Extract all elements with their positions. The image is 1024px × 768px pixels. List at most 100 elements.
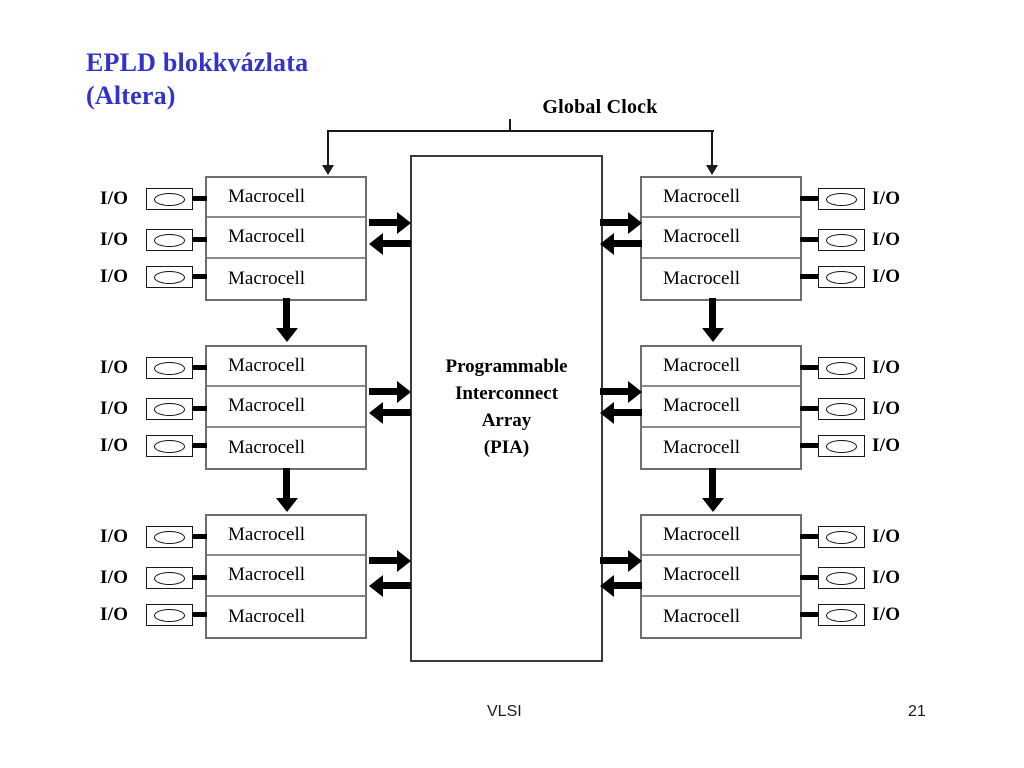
io-wire	[192, 274, 207, 279]
io-pad-ellipse-icon	[154, 362, 185, 375]
pia-arrow-right	[369, 219, 398, 226]
io-pad[interactable]	[146, 266, 193, 288]
io-label: I/O	[100, 604, 129, 625]
page-title-line-1: EPLD blokkvázlata	[86, 48, 309, 77]
macrocell-row: Macrocell	[207, 347, 365, 388]
io-pad[interactable]	[818, 567, 865, 589]
io-pad-ellipse-icon	[154, 609, 185, 622]
io-pad-ellipse-icon	[154, 403, 185, 416]
io-pad[interactable]	[818, 229, 865, 251]
io-pad-ellipse-icon	[826, 271, 857, 284]
io-pad-ellipse-icon	[826, 403, 857, 416]
io-pad[interactable]	[146, 229, 193, 251]
pia-label-line-3: Array	[481, 410, 532, 431]
io-pad[interactable]	[146, 398, 193, 420]
group-chain-arrow-left-1	[283, 298, 290, 329]
io-pad[interactable]	[818, 357, 865, 379]
io-label: I/O	[872, 357, 901, 378]
pia-arrow-right	[369, 557, 398, 564]
io-wire	[192, 196, 207, 201]
footer-page-number: 21	[908, 703, 926, 720]
io-label: I/O	[872, 526, 901, 547]
io-label: I/O	[872, 604, 901, 625]
io-pad[interactable]	[818, 398, 865, 420]
io-label: I/O	[100, 357, 129, 378]
io-pad-ellipse-icon	[826, 609, 857, 622]
macrocell-row: Macrocell	[207, 387, 365, 428]
io-wire	[192, 237, 207, 242]
io-pad[interactable]	[818, 435, 865, 457]
macrocell-group-left-top: Macrocell Macrocell Macrocell	[205, 176, 367, 301]
io-pad-ellipse-icon	[826, 572, 857, 585]
global-clock-stub	[509, 119, 511, 132]
io-pad[interactable]	[146, 526, 193, 548]
io-pad-ellipse-icon	[154, 193, 185, 206]
io-label: I/O	[872, 398, 901, 419]
io-label: I/O	[872, 567, 901, 588]
io-wire	[800, 237, 818, 242]
io-pad[interactable]	[818, 188, 865, 210]
io-pad[interactable]	[146, 357, 193, 379]
macrocell-row: Macrocell	[207, 516, 365, 557]
io-pad[interactable]	[146, 435, 193, 457]
pia-arrow-left	[382, 240, 411, 247]
macrocell-row: Macrocell	[642, 556, 800, 597]
io-pad[interactable]	[818, 526, 865, 548]
io-wire	[192, 575, 207, 580]
io-pad-ellipse-icon	[826, 440, 857, 453]
io-label: I/O	[100, 188, 129, 209]
macrocell-group-right-top: Macrocell Macrocell Macrocell	[640, 176, 802, 301]
group-chain-arrow-left-2	[283, 468, 290, 499]
io-pad-ellipse-icon	[826, 531, 857, 544]
io-wire	[800, 196, 818, 201]
macrocell-row: Macrocell	[207, 258, 365, 299]
pia-arrow-right	[600, 557, 629, 564]
group-chain-arrow-right-1	[709, 298, 716, 329]
io-wire	[192, 365, 207, 370]
io-pad-ellipse-icon	[826, 362, 857, 375]
footer-course-label: VLSI	[487, 703, 522, 720]
macrocell-row: Macrocell	[642, 178, 800, 219]
io-pad-ellipse-icon	[154, 572, 185, 585]
io-label: I/O	[100, 567, 129, 588]
pia-arrow-left	[613, 240, 642, 247]
io-wire	[192, 443, 207, 448]
io-label: I/O	[100, 526, 129, 547]
io-pad[interactable]	[146, 188, 193, 210]
io-wire	[800, 575, 818, 580]
pia-arrow-left	[613, 582, 642, 589]
io-pad-ellipse-icon	[154, 440, 185, 453]
global-clock-label: Global Clock	[542, 96, 658, 118]
macrocell-row: Macrocell	[642, 427, 800, 468]
group-chain-arrow-right-2	[709, 468, 716, 499]
macrocell-group-right-middle: Macrocell Macrocell Macrocell	[640, 345, 802, 470]
macrocell-row: Macrocell	[207, 427, 365, 468]
io-pad-ellipse-icon	[154, 531, 185, 544]
page-title-line-2: (Altera)	[86, 81, 176, 110]
global-clock-arrow-right	[711, 130, 713, 166]
io-label: I/O	[872, 266, 901, 287]
macrocell-row: Macrocell	[642, 347, 800, 388]
io-pad[interactable]	[146, 567, 193, 589]
macrocell-row: Macrocell	[207, 556, 365, 597]
pia-label-line-1: Programmable	[445, 356, 568, 377]
io-pad[interactable]	[818, 266, 865, 288]
io-pad-ellipse-icon	[826, 234, 857, 247]
io-pad[interactable]	[818, 604, 865, 626]
io-label: I/O	[872, 229, 901, 250]
io-wire	[800, 612, 818, 617]
io-wire	[192, 612, 207, 617]
io-label: I/O	[872, 435, 901, 456]
pia-arrow-left	[613, 409, 642, 416]
pia-label: Programmable Interconnect Array (PIA)	[412, 353, 601, 461]
io-label: I/O	[100, 435, 129, 456]
macrocell-group-right-bottom: Macrocell Macrocell Macrocell	[640, 514, 802, 639]
pia-arrow-right	[600, 219, 629, 226]
macrocell-row: Macrocell	[207, 596, 365, 637]
io-label: I/O	[872, 188, 901, 209]
io-wire	[192, 406, 207, 411]
io-pad[interactable]	[146, 604, 193, 626]
macrocell-row: Macrocell	[642, 596, 800, 637]
pia-arrow-right	[369, 388, 398, 395]
